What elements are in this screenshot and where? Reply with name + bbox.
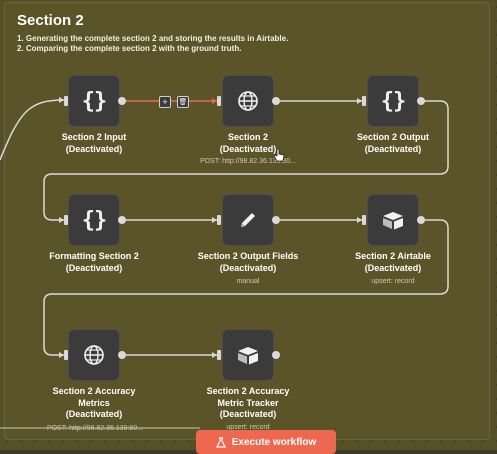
connection-arrow [212, 352, 217, 358]
globe-icon [83, 344, 105, 366]
node-section-2-output-fields[interactable] [222, 194, 274, 246]
execute-workflow-label: Execute workflow [231, 436, 317, 448]
add-node-button[interactable]: + [159, 96, 171, 108]
node-status: (Deactivated) [65, 262, 123, 273]
node-subtitle: POST: http://98.82.36.139:80... [199, 158, 297, 165]
output-port[interactable] [417, 216, 425, 224]
node-section-2-airtable[interactable] [367, 194, 419, 246]
node-status: (Deactivated) [364, 143, 422, 154]
connection-line [43, 100, 449, 221]
node-subtitle: manual [236, 278, 260, 285]
node-status: (Deactivated) [364, 262, 422, 273]
node-status: (Deactivated) [219, 409, 277, 419]
node-label: Section 2 Accuracy Metric Tracker (Deact… [183, 386, 313, 421]
node-formatting-section-2[interactable]: {} [68, 194, 120, 246]
node-label: Formatting Section 2 (Deactivated) [29, 251, 159, 274]
node-title: Section 2 Input [61, 132, 127, 142]
connection-line [43, 219, 449, 356]
airtable-icon [236, 344, 260, 366]
input-port[interactable] [64, 96, 68, 106]
connection-arrow [59, 97, 64, 103]
sticky-description: 1. Generating the complete section 2 and… [17, 34, 288, 54]
node-status: (Deactivated) [219, 143, 277, 154]
flask-icon [215, 436, 226, 448]
node-subtitle: upsert: record [226, 424, 270, 431]
connection-arrow [212, 98, 217, 104]
node-label: Section 2 Airtable (Deactivated) [328, 251, 458, 274]
input-port[interactable] [362, 96, 366, 106]
node-title: Section 2 Accuracy [206, 386, 290, 396]
node-section-2-output[interactable]: {} [367, 75, 419, 127]
node-label: Section 2 (Deactivated) [183, 132, 313, 155]
sticky-line-2: 2. Comparing the complete section 2 with… [17, 44, 242, 53]
execute-workflow-button[interactable]: Execute workflow [196, 430, 336, 454]
node-title: Section 2 [227, 132, 268, 142]
pencil-icon [237, 209, 259, 231]
node-label: Section 2 Input (Deactivated) [29, 132, 159, 155]
node-title: Section 2 Airtable [355, 251, 431, 261]
output-port[interactable] [118, 97, 126, 105]
connection-arrow [357, 217, 362, 223]
node-title-line2: Metric Tracker [217, 397, 279, 408]
input-port[interactable] [362, 215, 366, 225]
sticky-title: Section 2 [17, 12, 84, 29]
code-braces-icon: {} [380, 88, 406, 114]
node-subtitle: upsert: record [371, 278, 415, 285]
input-port[interactable] [217, 350, 221, 360]
node-subtitle: POST: http://98.82.36.139:80... [46, 425, 144, 432]
input-port[interactable] [217, 96, 221, 106]
cursor-hand-icon [273, 148, 285, 162]
node-status: (Deactivated) [219, 262, 277, 273]
node-label: Section 2 Output Fields (Deactivated) [183, 251, 313, 274]
output-port[interactable] [272, 216, 280, 224]
airtable-icon [381, 209, 405, 231]
input-port[interactable] [64, 215, 68, 225]
node-section-2[interactable] [222, 75, 274, 127]
node-title: Section 2 Output Fields [197, 251, 299, 261]
code-braces-icon: {} [81, 207, 107, 233]
delete-connection-button[interactable]: 🗑 [177, 96, 189, 108]
sticky-line-1: 1. Generating the complete section 2 and… [17, 34, 289, 43]
node-label: Section 2 Accuracy Metrics (Deactivated) [29, 386, 159, 421]
node-title: Section 2 Accuracy [52, 386, 136, 396]
output-port[interactable] [272, 97, 280, 105]
connection-arrow [59, 352, 64, 358]
code-braces-icon: {} [81, 88, 107, 114]
input-port[interactable] [64, 350, 68, 360]
connection-arrow [212, 217, 217, 223]
node-title: Formatting Section 2 [49, 251, 139, 261]
node-label: Section 2 Output (Deactivated) [328, 132, 458, 155]
node-section-2-accuracy-metric-tracker[interactable] [222, 329, 274, 381]
output-port[interactable] [118, 216, 126, 224]
node-status: (Deactivated) [65, 409, 123, 419]
node-section-2-input[interactable]: {} [68, 75, 120, 127]
node-title: Section 2 Output [357, 132, 429, 142]
connection-arrow [59, 217, 64, 223]
globe-icon [237, 90, 259, 112]
connection-arrow [357, 98, 362, 104]
output-port[interactable] [417, 97, 425, 105]
node-title-line2: Metrics [78, 397, 110, 408]
connection-line [0, 99, 65, 161]
input-port[interactable] [217, 215, 221, 225]
node-status: (Deactivated) [65, 143, 123, 154]
node-section-2-accuracy-metrics[interactable] [68, 329, 120, 381]
output-port[interactable] [118, 351, 126, 359]
output-port[interactable] [272, 351, 280, 359]
